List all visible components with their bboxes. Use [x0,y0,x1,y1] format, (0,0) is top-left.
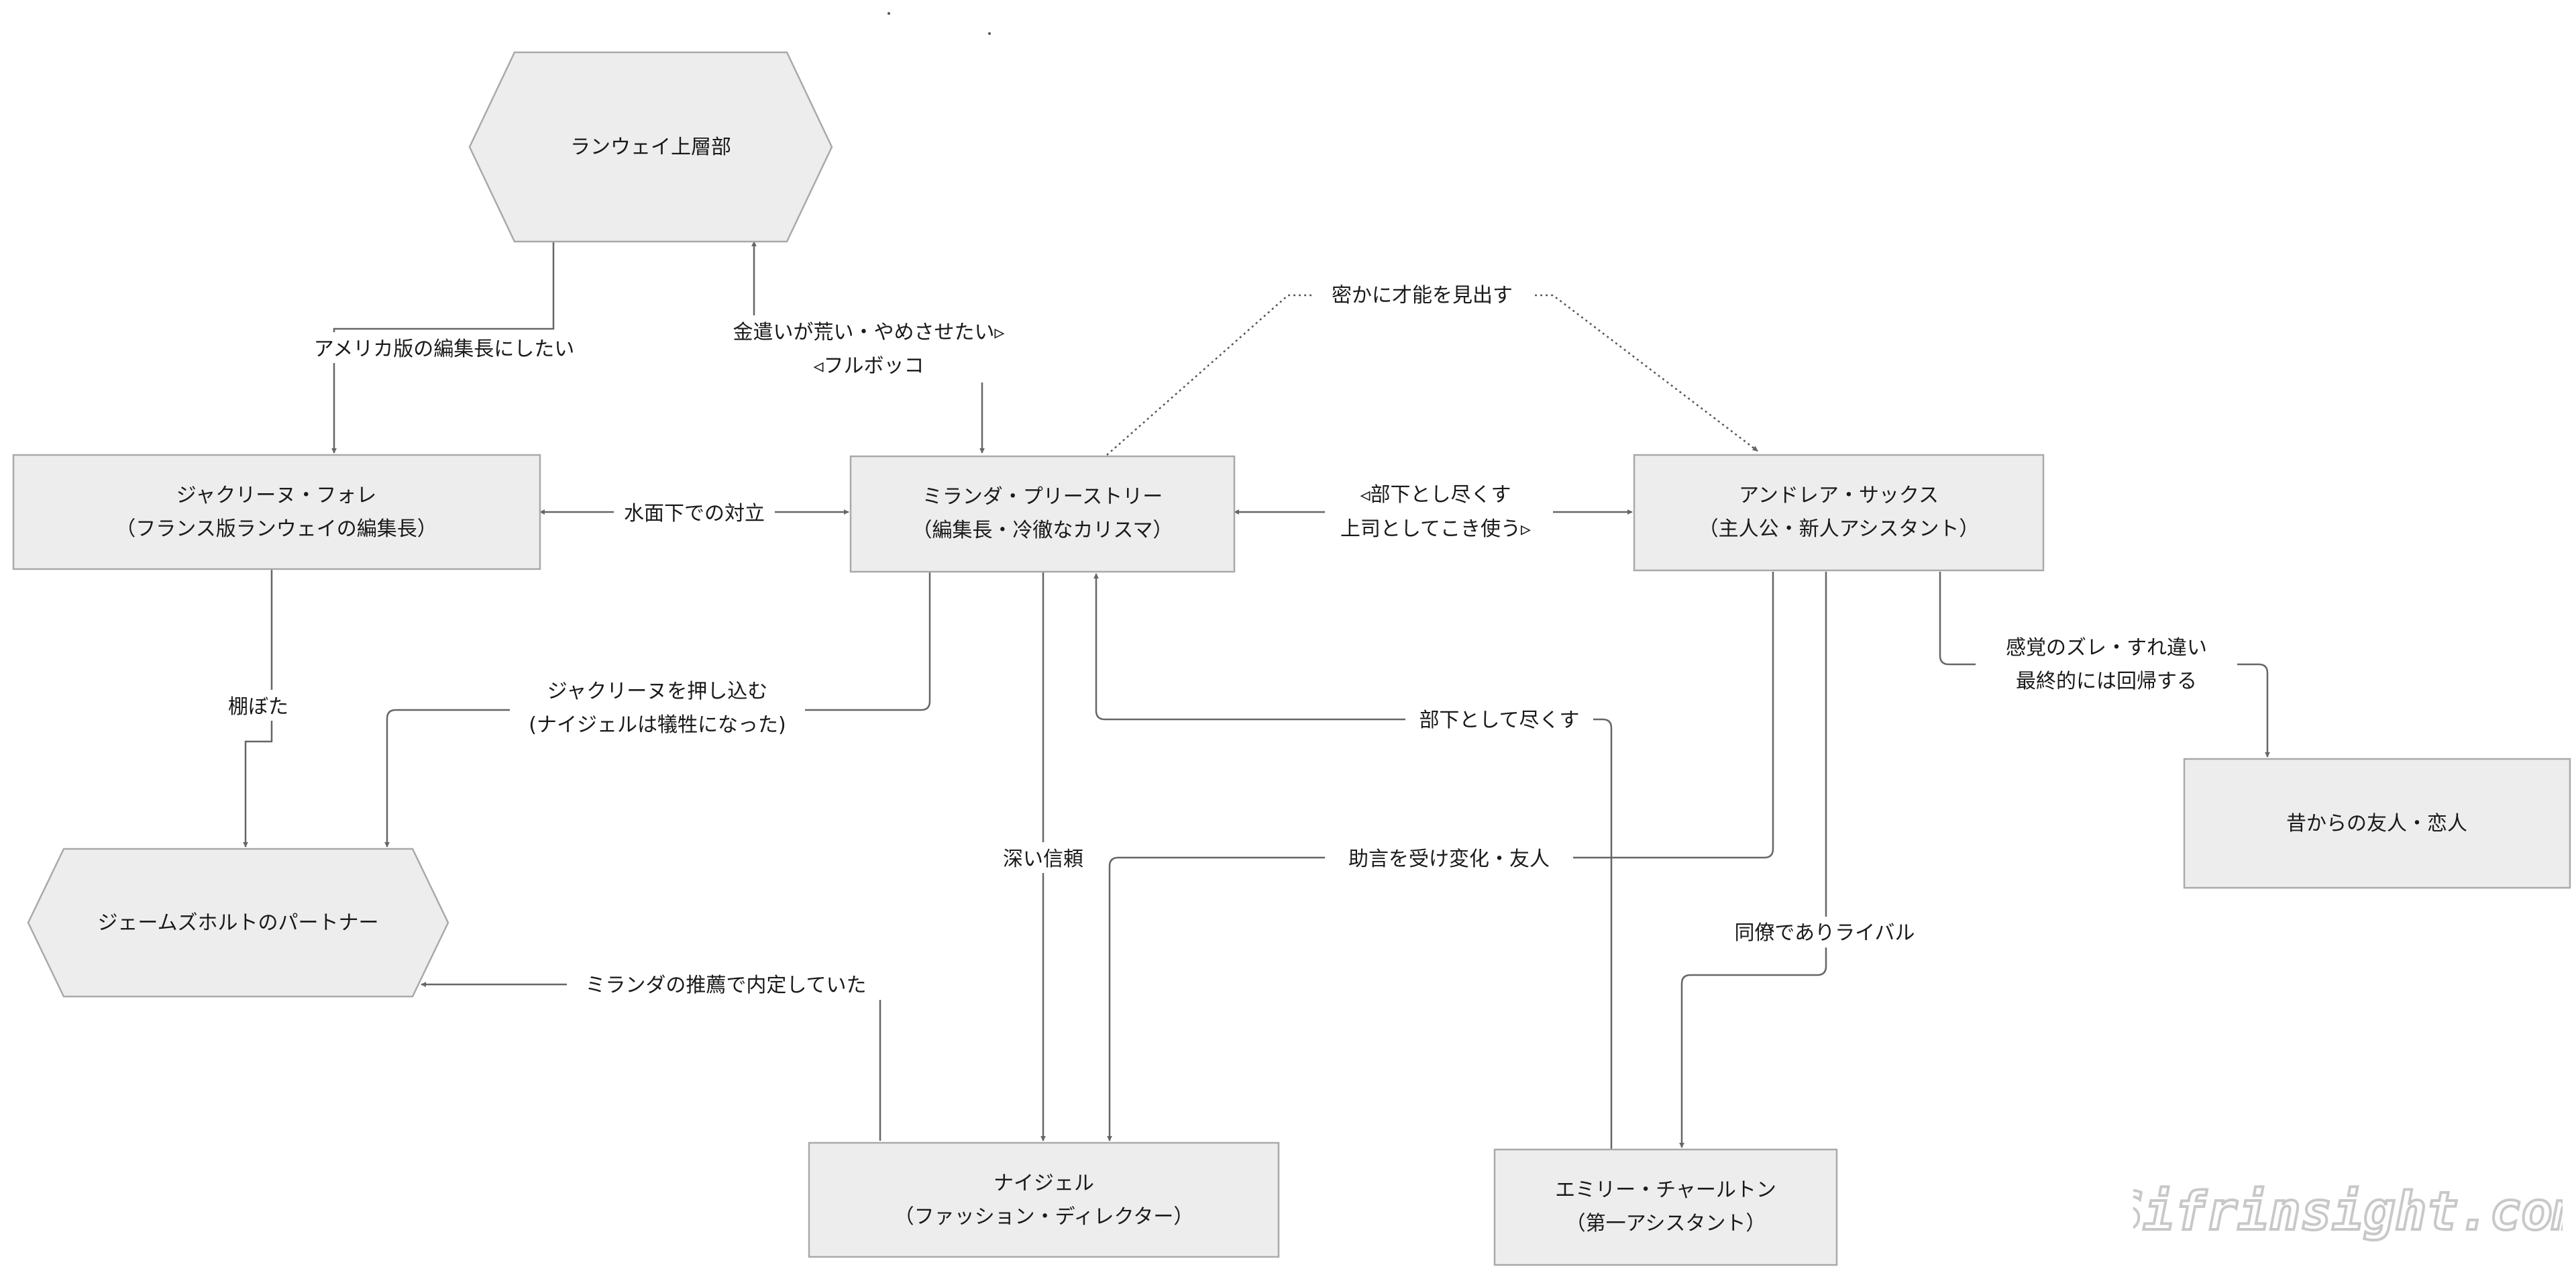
edge-label-line: 同僚でありライバル [1734,921,1915,945]
node-label: ミランダ・プリーストリー [922,485,1163,509]
edge-label-line: (ナイジェルは犠牲になった) [529,713,786,737]
node-label: （フランス版ランウェイの編集長） [115,517,437,541]
edge-label-line: ジャクリーヌを押し込む [547,680,768,703]
label-miranda-exec: 金遣いが荒い・やめさせたい▹ ◃フルボッコ [711,315,1026,382]
node-label: ジェームズホルトのパートナー [97,911,378,935]
label-jacqueline-holt: 棚ぼた [215,690,302,721]
node-label: ジャクリーヌ・フォレ [176,484,377,507]
label-emily-miranda: 部下として尽くす [1405,704,1593,735]
edge-labels: アメリカ版の編集長にしたい 金遣いが荒い・やめさせたい▹ ◃フルボッコ 水面下で… [215,279,2237,1000]
dot-mark [888,12,890,15]
node-label: アンドレア・サックス [1739,484,1939,507]
edge-label-line: ◃部下とし尽くす [1360,483,1511,507]
edge-nigel-to-holt [421,982,881,1141]
node-runway-exec: ランウェイ上層部 [468,51,833,243]
edge-label-line: 助言を受け変化・友人 [1348,848,1550,871]
node-label: （第一アシスタント） [1566,1212,1766,1235]
label-nigel-holt: ミランダの推薦で内定していた [567,969,885,1000]
edge-jacqueline-to-holt [243,569,273,848]
node-holt-partner: ジェームズホルトのパートナー [27,848,449,998]
edge-label-line: 水面下での対立 [624,502,765,525]
label-exec-to-jacqueline: アメリカ版の編集長にしたい [295,332,594,363]
edge-andrea-to-emily [1679,572,1827,1148]
edge-label-line: ◃フルボッコ [813,354,924,378]
dot-mark [988,32,991,35]
node-label: ランウェイ上層部 [570,136,731,159]
edge-label-line: 深い信頼 [1003,848,1083,871]
node-label: エミリー・チャールトン [1555,1178,1776,1202]
edge-label-line: アメリカ版の編集長にしたい [314,338,575,361]
node-miranda: ミランダ・プリーストリー （編集長・冷徹なカリスマ） [849,455,1236,573]
label-andrea-friends: 感覚のズレ・すれ違い 最終的には回帰する [1976,631,2237,698]
label-jacqueline-miranda: 水面下での対立 [614,497,775,527]
label-andrea-nigel: 助言を受け変化・友人 [1325,842,1573,873]
label-secret-talent: 密かに才能を見出す [1311,279,1533,310]
node-andrea: アンドレア・サックス （主人公・新人アシスタント） [1633,454,2045,572]
edge-label-line: 部下として尽くす [1419,709,1579,732]
label-miranda-nigel: 深い信頼 [993,842,1093,873]
edge-label-line: 感覚のズレ・すれ違い [2006,636,2207,660]
node-nigel: ナイジェル （ファッション・ディレクター） [808,1141,1280,1258]
watermark-text: Sifrinsight.com [2133,1182,2563,1242]
node-emily: エミリー・チャールトン （第一アシスタント） [1493,1148,1838,1266]
edge-emily-to-miranda [1093,573,1613,1149]
edge-label-line: ミランダの推薦で内定していた [585,974,866,997]
edge-label-line: 金遣いが荒い・やめさせたい▹ [733,321,1004,344]
edge-label-line: 最終的には回帰する [2016,670,2197,693]
nodes: ランウェイ上層部 ジャクリーヌ・フォレ （フランス版ランウェイの編集長） ミラン… [12,51,2571,1266]
edge-secret-talent [1106,294,1758,456]
node-label: ナイジェル [994,1172,1094,1195]
edge-label-line: 上司としてこき使う▹ [1340,517,1531,541]
node-label: 昔からの友人・恋人 [2286,812,2467,835]
node-label: （編集長・冷徹なカリスマ） [912,519,1173,542]
label-andrea-emily: 同僚でありライバル [1721,917,1929,948]
edge-label-line: 密かに才能を見出す [1332,284,1513,307]
node-label: （ファッション・ディレクター） [894,1205,1194,1229]
node-label: （主人公・新人アシスタント） [1699,517,1980,541]
edge-label-line: 棚ぼた [228,695,288,719]
node-friends: 昔からの友人・恋人 [2183,758,2571,889]
label-miranda-andrea: ◃部下とし尽くす 上司としてこき使う▹ [1325,478,1553,545]
watermark-logo: Sifrinsight.com [2133,1181,2563,1243]
node-jacqueline: ジャクリーヌ・フォレ （フランス版ランウェイの編集長） [12,454,541,570]
edge-exec-to-jacqueline [331,242,555,454]
label-miranda-holt: ジャクリーヌを押し込む (ナイジェルは犠牲になった) [510,674,805,741]
